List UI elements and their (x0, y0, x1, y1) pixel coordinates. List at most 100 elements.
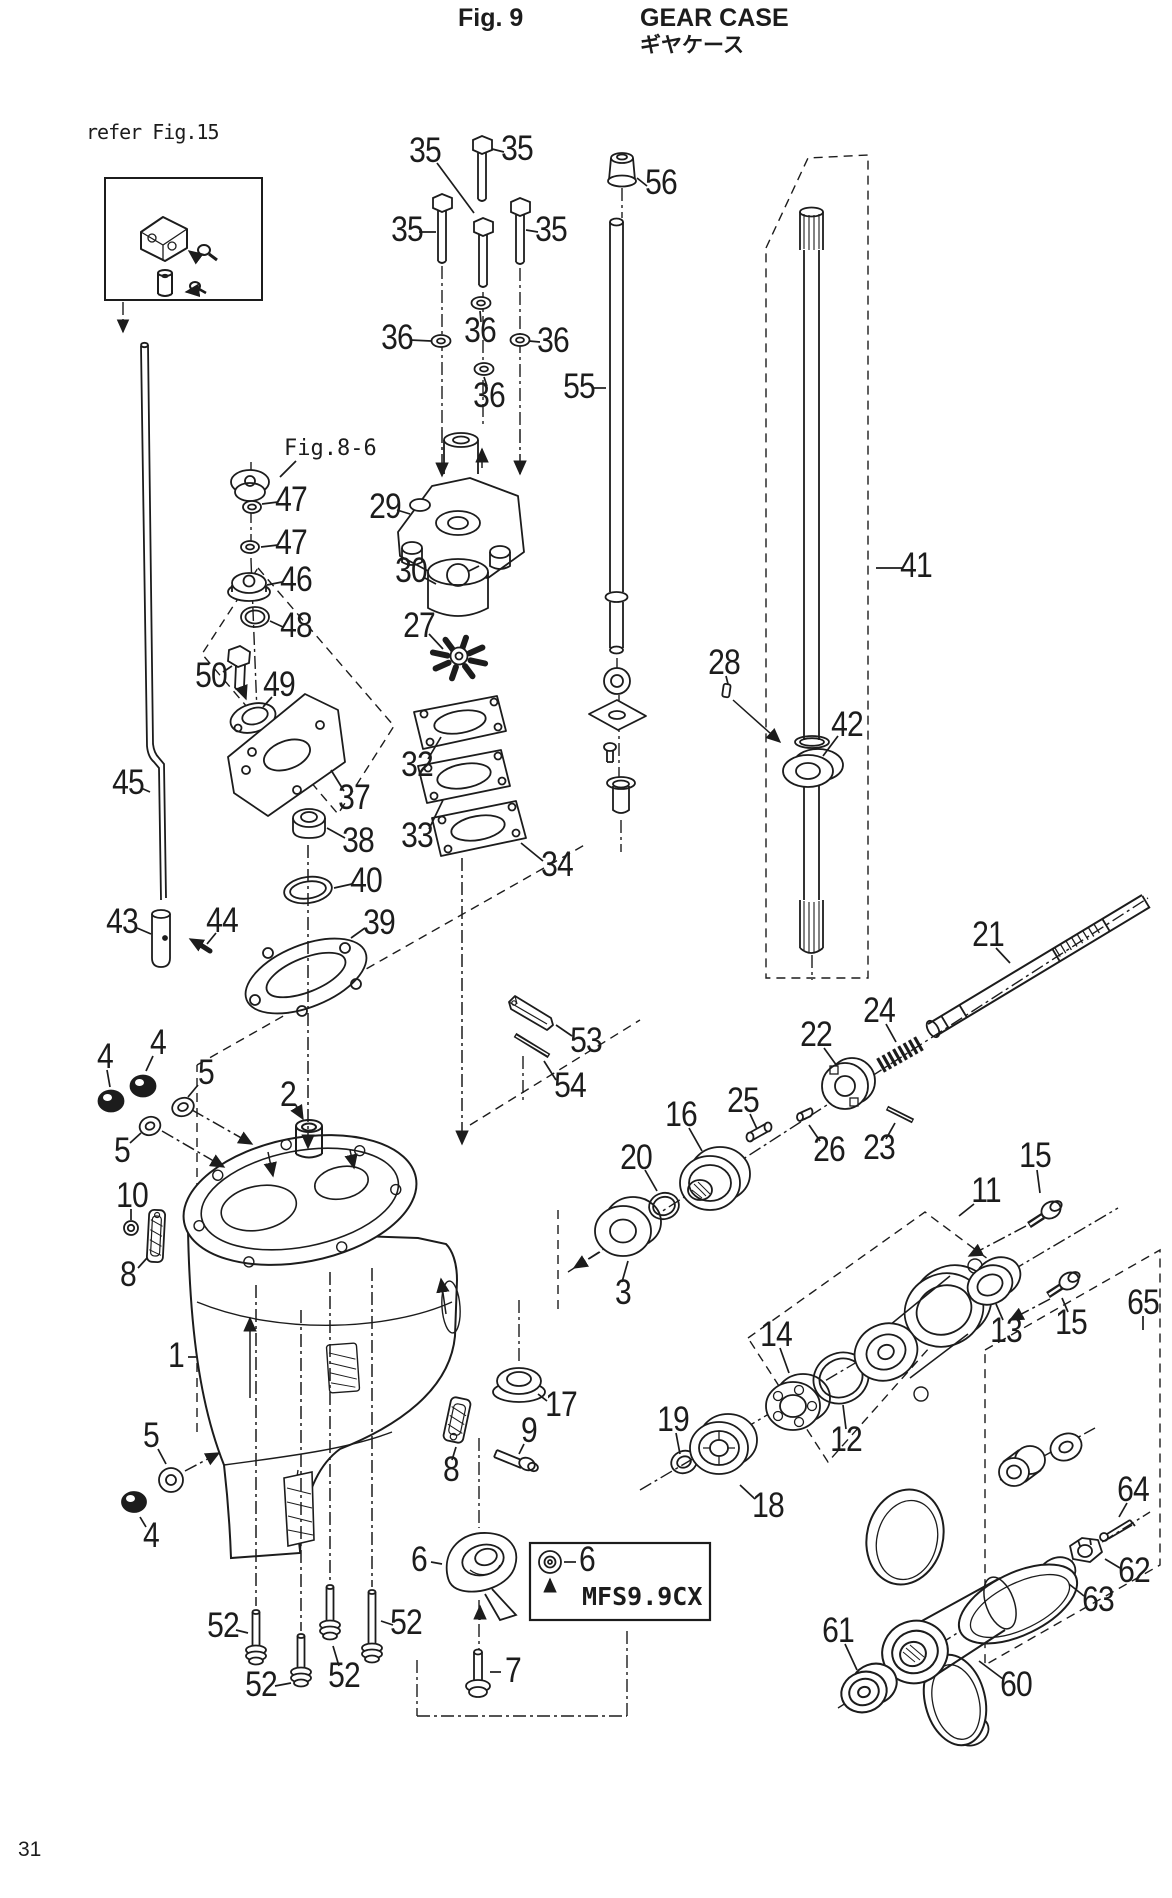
part-callout-5: 5 (114, 1131, 131, 1171)
part-callout-60: 60 (1000, 1665, 1033, 1705)
prop-shaft-parts (594, 894, 1151, 1257)
part-callout-44: 44 (206, 901, 239, 941)
shift-rod-parts (140, 341, 213, 968)
part-callout-10: 10 (116, 1176, 149, 1216)
part-callout-12: 12 (830, 1420, 863, 1460)
gear-case-body (182, 1119, 461, 1560)
part-callout-21: 21 (972, 915, 1005, 955)
part-callout-20: 20 (620, 1138, 653, 1178)
pump-base-parts (227, 645, 368, 1017)
part-callout-54: 54 (554, 1066, 587, 1106)
part-callout-50: 50 (195, 656, 228, 696)
part-callout-4: 4 (97, 1037, 114, 1077)
part-callout-52: 52 (245, 1665, 278, 1705)
part-callout-3: 3 (615, 1273, 632, 1313)
part-callout-52: 52 (207, 1606, 240, 1646)
part-callout-5: 5 (198, 1053, 215, 1093)
water-tube-parts (588, 152, 647, 814)
part-callout-9: 9 (521, 1411, 538, 1451)
lower-housing-parts (121, 1367, 712, 1698)
model-label: MFS9.9CX (582, 1582, 703, 1611)
part-callout-15: 15 (1019, 1136, 1052, 1176)
part-callout-6: 6 (579, 1540, 596, 1580)
part-callout-26: 26 (813, 1130, 846, 1170)
refer-fig15-inset (104, 177, 263, 301)
part-callout-8: 8 (120, 1255, 137, 1295)
page-number: 31 (18, 1838, 42, 1861)
part-callout-64: 64 (1117, 1470, 1150, 1510)
part-callout-65: 65 (1127, 1283, 1160, 1323)
part-callout-46: 46 (280, 560, 313, 600)
part-callout-18: 18 (752, 1486, 785, 1526)
part-callout-23: 23 (863, 1128, 896, 1168)
part-callout-4: 4 (150, 1023, 167, 1063)
part-callout-25: 25 (727, 1081, 760, 1121)
part-callout-4: 4 (143, 1516, 160, 1556)
part-callout-38: 38 (342, 821, 375, 861)
part-callout-32: 32 (401, 745, 434, 785)
part-callout-14: 14 (760, 1315, 793, 1355)
mount-bolts-52 (245, 1584, 383, 1688)
part-callout-36: 36 (473, 376, 506, 416)
gear-case-small-parts-left (97, 1074, 195, 1264)
part-callout-53: 53 (570, 1021, 603, 1061)
part-callout-15: 15 (1055, 1303, 1088, 1343)
part-callout-19: 19 (657, 1400, 690, 1440)
part-callout-41: 41 (900, 546, 933, 586)
part-callout-55: 55 (563, 367, 596, 407)
part-callout-47: 47 (275, 523, 308, 563)
part-callout-63: 63 (1082, 1580, 1115, 1620)
pump-bolts-washers (430, 135, 531, 376)
part-callout-27: 27 (403, 606, 436, 646)
drive-keys (508, 995, 554, 1059)
propeller-parts (840, 1488, 1079, 1747)
part-callout-37: 37 (338, 778, 371, 818)
part-callout-35: 35 (409, 131, 442, 171)
part-callout-6: 6 (411, 1540, 428, 1580)
part-callout-28: 28 (708, 643, 741, 683)
part-callout-40: 40 (350, 861, 383, 901)
part-callout-35: 35 (391, 210, 424, 250)
part-callout-22: 22 (800, 1015, 833, 1055)
part-callout-45: 45 (112, 763, 145, 803)
driveshaft-parts (721, 206, 844, 954)
part-callout-24: 24 (863, 991, 896, 1031)
part-callout-29: 29 (369, 487, 402, 527)
part-callout-1: 1 (168, 1336, 185, 1376)
part-callout-33: 33 (401, 816, 434, 856)
assembly-arrows (161, 250, 1051, 1631)
part-callout-39: 39 (363, 903, 396, 943)
refer-note: refer Fig.15 (86, 120, 219, 144)
part-callout-8: 8 (443, 1450, 460, 1490)
part-callout-48: 48 (280, 606, 313, 646)
part-callout-42: 42 (831, 705, 864, 745)
figure-number: Fig. 9 (458, 4, 524, 32)
page-title-japanese: ギヤケース (640, 34, 744, 57)
part-callout-30: 30 (395, 551, 428, 591)
part-callout-36: 36 (537, 321, 570, 361)
part-callout-49: 49 (263, 665, 296, 705)
part-callout-17: 17 (545, 1385, 578, 1425)
part-callout-61: 61 (822, 1611, 855, 1651)
page-title: GEAR CASE (640, 4, 789, 32)
fig-8-6-note: Fig.8-6 (284, 436, 377, 461)
part-callout-11: 11 (971, 1171, 1001, 1211)
part-callout-35: 35 (535, 210, 568, 250)
part-callout-43: 43 (106, 902, 139, 942)
part-callout-52: 52 (328, 1656, 361, 1696)
part-callout-47: 47 (275, 480, 308, 520)
part-callout-2: 2 (280, 1075, 297, 1115)
part-callout-5: 5 (143, 1416, 160, 1456)
part-callout-7: 7 (505, 1651, 522, 1691)
part-callout-62: 62 (1118, 1551, 1151, 1591)
part-callout-35: 35 (501, 129, 534, 169)
part-callout-36: 36 (464, 311, 497, 351)
part-callout-52: 52 (390, 1603, 423, 1643)
part-callout-34: 34 (541, 845, 574, 885)
part-callout-56: 56 (645, 163, 678, 203)
part-callout-16: 16 (665, 1095, 698, 1135)
vent-plug-stack (227, 460, 297, 628)
part-callout-36: 36 (381, 318, 414, 358)
